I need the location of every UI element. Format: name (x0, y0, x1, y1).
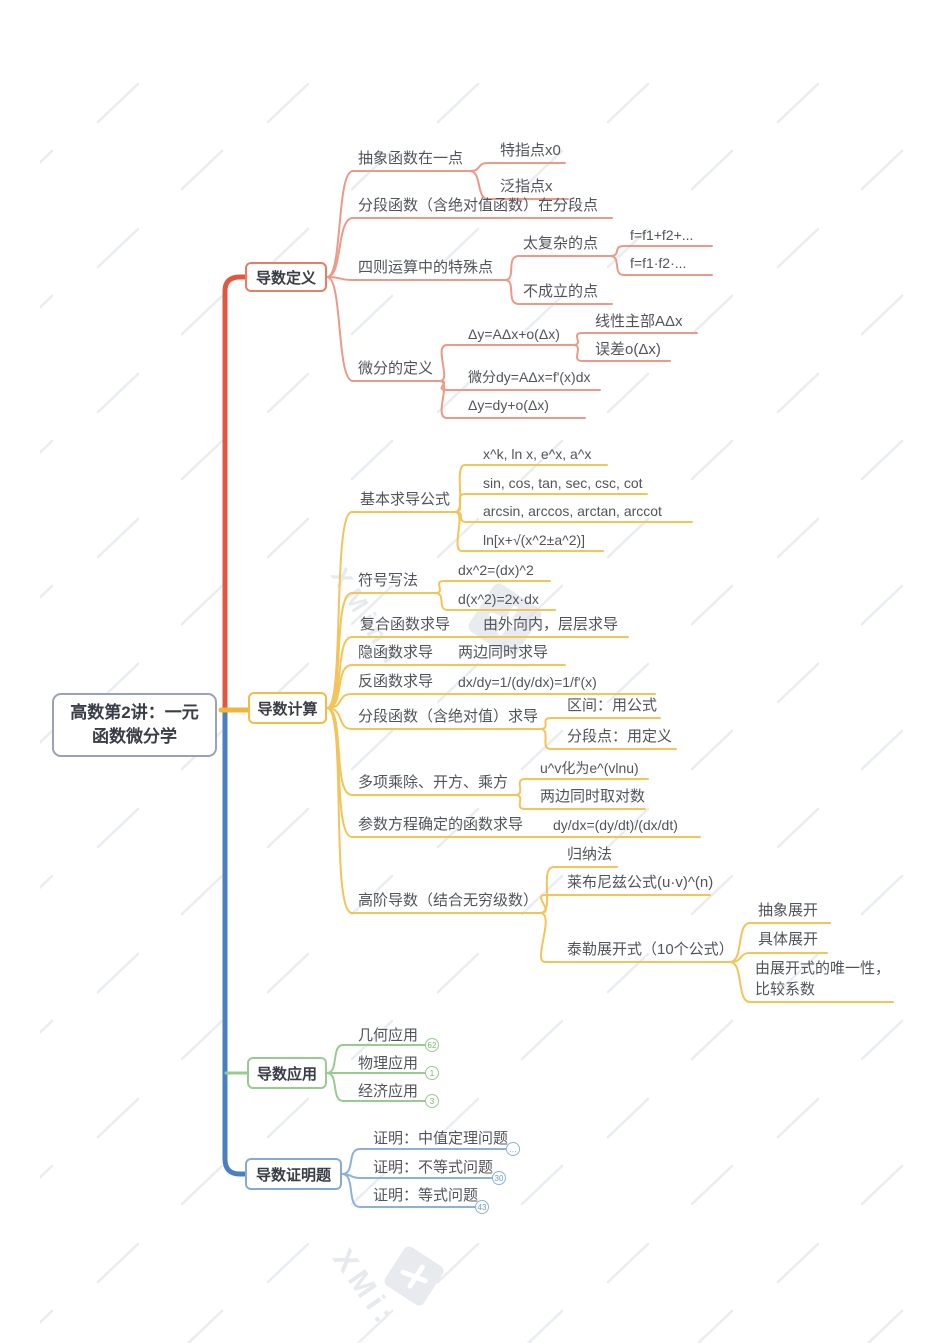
topic[interactable]: 由展开式的唯一性，比较系数 (755, 960, 891, 998)
topic[interactable]: 符号写法 (358, 572, 419, 589)
topic-count-badge[interactable]: 43 (475, 1200, 489, 1214)
topic[interactable]: d(x^2)=2x·dx (458, 591, 539, 607)
topic[interactable]: 两边同时取对数 (540, 788, 646, 805)
topic[interactable]: 隐函数求导 (358, 644, 434, 661)
topic[interactable]: 几何应用 (358, 1027, 419, 1044)
topic[interactable]: 太复杂的点 (523, 235, 599, 252)
topic[interactable]: 不成立的点 (523, 283, 599, 300)
topic[interactable]: dx^2=(dx)^2 (458, 562, 534, 578)
trunk-red (222, 274, 248, 715)
central-topic[interactable]: 高数第2讲：一元函数微分学 (52, 693, 217, 757)
topic[interactable]: 泰勒展开式（10个公式） (567, 941, 734, 958)
topic-count-badge[interactable]: 1 (425, 1066, 439, 1080)
topic[interactable]: 线性主部AΔx (595, 313, 683, 330)
topic[interactable]: x^k, ln x, e^x, a^x (483, 446, 592, 462)
topic[interactable]: 分段函数（含绝对值函数）在分段点 (358, 197, 599, 214)
topic[interactable]: 微分的定义 (358, 360, 434, 377)
topic[interactable]: 证明：不等式问题 (373, 1159, 494, 1176)
topic[interactable]: 特指点x0 (500, 142, 561, 159)
topic-count-badge[interactable]: 62 (425, 1038, 439, 1052)
topic[interactable]: 经济应用 (358, 1083, 419, 1100)
topic[interactable]: 基本求导公式 (360, 491, 451, 508)
topic[interactable]: 微分dy=AΔx=f'(x)dx (468, 369, 591, 385)
topic[interactable]: dx/dy=1/(dy/dx)=1/f'(x) (458, 674, 597, 690)
topic[interactable]: 高阶导数（结合无穷级数） (358, 892, 539, 909)
topic[interactable]: 误差o(Δx) (595, 341, 661, 358)
topic[interactable]: ln[x+√(x^2±a^2)] (483, 532, 586, 548)
topic[interactable]: arcsin, arccos, arctan, arccot (483, 503, 662, 519)
topic[interactable]: dy/dx=(dy/dt)/(dx/dt) (553, 817, 678, 833)
branch-derivative-proof[interactable]: 导数证明题 (245, 1158, 342, 1190)
topic[interactable]: 证明：中值定理问题 (373, 1130, 509, 1147)
topic[interactable]: u^v化为e^(vlnu) (540, 760, 639, 776)
branch-derivative-definition[interactable]: 导数定义 (245, 262, 327, 292)
trunk-blue (222, 707, 248, 1177)
topic[interactable]: 具体展开 (758, 931, 819, 948)
topic-count-badge[interactable]: … (506, 1142, 520, 1156)
topic[interactable]: 抽象展开 (758, 902, 819, 919)
topic[interactable]: 多项乘除、开方、乘方 (358, 774, 509, 791)
topic[interactable]: 莱布尼兹公式(u·v)^(n) (567, 874, 714, 891)
branch-derivative-application[interactable]: 导数应用 (247, 1057, 327, 1089)
topic[interactable]: 由外向内，层层求导 (483, 616, 619, 633)
topic[interactable]: 区间：用公式 (567, 697, 658, 714)
branch-derivative-calculation[interactable]: 导数计算 (248, 692, 327, 724)
topic[interactable]: 反函数求导 (358, 673, 434, 690)
xmind-logo-watermark-bottom (384, 1246, 444, 1306)
topic[interactable]: 证明：等式问题 (373, 1187, 479, 1204)
topic[interactable]: 泛指点x (500, 178, 553, 195)
topic[interactable]: sin, cos, tan, sec, csc, cot (483, 475, 643, 491)
topic-count-badge[interactable]: 3 (425, 1094, 439, 1108)
topic[interactable]: 参数方程确定的函数求导 (358, 816, 524, 833)
topic[interactable]: 四则运算中的特殊点 (358, 259, 494, 276)
topic-count-badge[interactable]: 30 (492, 1171, 506, 1185)
topic[interactable]: 分段函数（含绝对值）求导 (358, 708, 539, 725)
topic[interactable]: f=f1·f2·... (630, 255, 687, 271)
topic[interactable]: f=f1+f2+... (630, 227, 694, 243)
topic[interactable]: 复合函数求导 (360, 616, 451, 633)
topic[interactable]: 两边同时求导 (458, 644, 549, 661)
topic[interactable]: Δy=dy+o(Δx) (468, 397, 549, 413)
topic[interactable]: 物理应用 (358, 1055, 419, 1072)
topic[interactable]: 分段点：用定义 (567, 728, 673, 745)
topic[interactable]: 抽象函数在一点 (358, 150, 464, 167)
xmind-logo-watermark (468, 583, 542, 657)
topic[interactable]: 归纳法 (567, 846, 613, 863)
topic[interactable]: Δy=AΔx+o(Δx) (468, 326, 560, 342)
